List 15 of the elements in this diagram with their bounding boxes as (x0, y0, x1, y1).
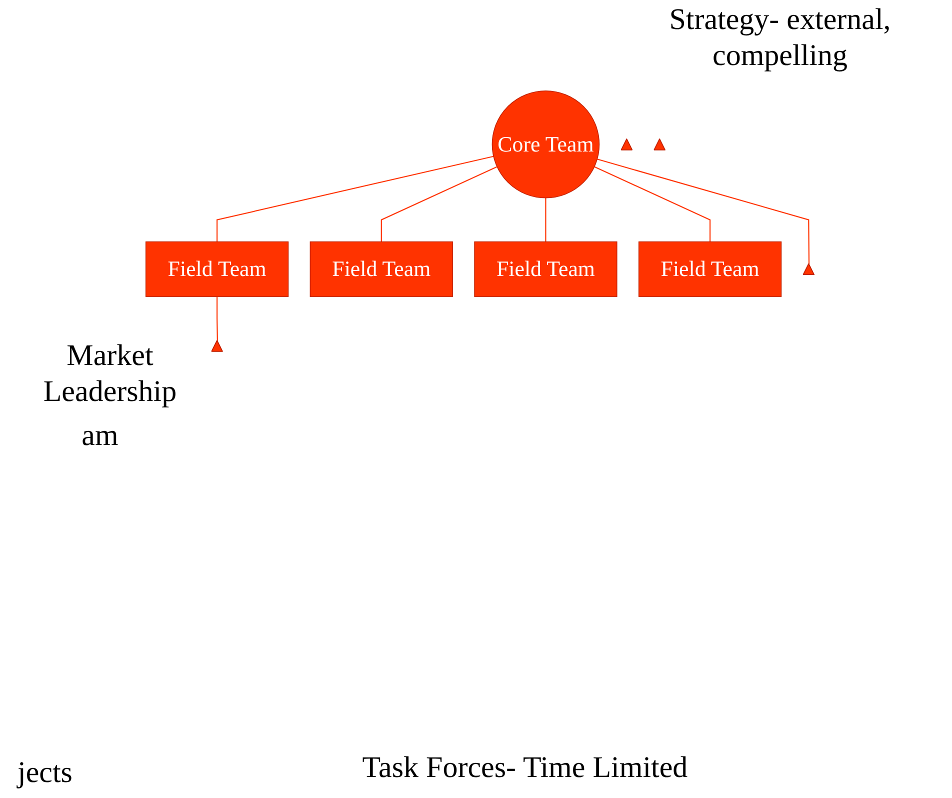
note-text: jects (16, 755, 74, 791)
node-box: Field Team (310, 241, 453, 297)
note-text: Task Forces- Time Limited (361, 750, 689, 786)
node-box: Field Team (638, 241, 782, 297)
connector (380, 166, 498, 242)
node-circle: Core Team (492, 90, 600, 198)
connector (216, 296, 218, 341)
connector (216, 156, 494, 242)
connector (597, 158, 810, 264)
node-box: Field Team (146, 241, 289, 297)
note-text: Strategy- external, compelling (668, 2, 892, 74)
connector (545, 198, 546, 242)
note-text: am (80, 418, 120, 454)
connector (594, 166, 711, 242)
node-box: Field Team (474, 241, 618, 297)
